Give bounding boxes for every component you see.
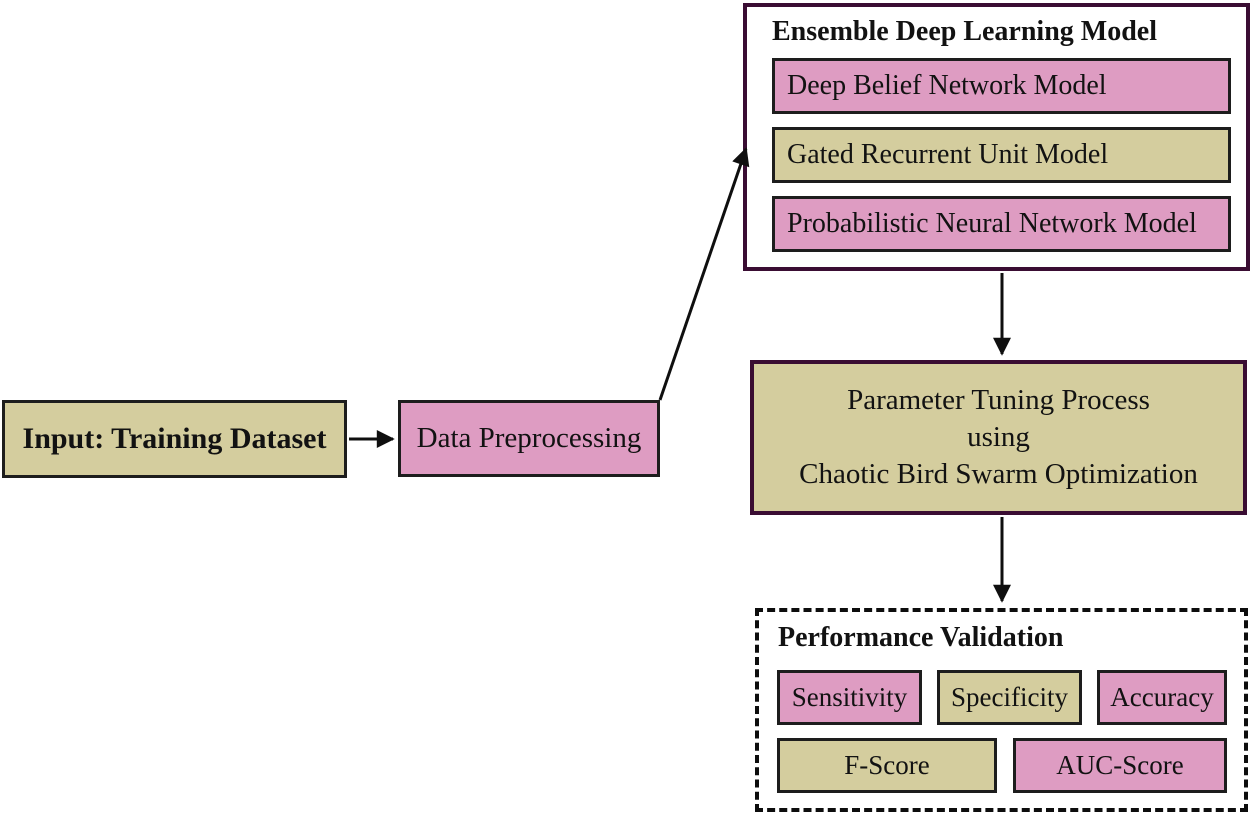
sensitivity-label: Sensitivity bbox=[791, 682, 908, 712]
performance-validation-container: Performance Validation Sensitivity Speci… bbox=[755, 608, 1248, 812]
gated-recurrent-unit-box: Gated Recurrent Unit Model bbox=[772, 127, 1231, 183]
accuracy-label: Accuracy bbox=[1110, 682, 1214, 712]
deep-belief-network-label: Deep Belief Network Model bbox=[787, 70, 1107, 101]
data-preprocessing-label: Data Preprocessing bbox=[416, 422, 642, 454]
gated-recurrent-unit-label: Gated Recurrent Unit Model bbox=[787, 139, 1109, 170]
specificity-box: Specificity bbox=[937, 670, 1082, 725]
parameter-tuning-line-1: Parameter Tuning Process bbox=[847, 384, 1150, 416]
probabilistic-neural-network-label: Probabilistic Neural Network Model bbox=[787, 208, 1197, 239]
ensemble-model-container: Ensemble Deep Learning Model Deep Belief… bbox=[743, 3, 1250, 271]
parameter-tuning-line-2: using bbox=[967, 421, 1030, 453]
parameter-tuning-box: Parameter Tuning Process using Chaotic B… bbox=[750, 360, 1247, 515]
performance-validation-title: Performance Validation bbox=[778, 622, 1064, 653]
input-training-dataset-label: Input: Training Dataset bbox=[22, 422, 327, 455]
probabilistic-neural-network-box: Probabilistic Neural Network Model bbox=[772, 196, 1231, 252]
deep-belief-network-box: Deep Belief Network Model bbox=[772, 58, 1231, 114]
auc-score-box: AUC-Score bbox=[1013, 738, 1227, 793]
arrow-preprocessing-to-ensemble bbox=[658, 147, 750, 401]
input-training-dataset-box: Input: Training Dataset bbox=[2, 400, 347, 478]
data-preprocessing-box: Data Preprocessing bbox=[398, 400, 660, 477]
sensitivity-box: Sensitivity bbox=[777, 670, 922, 725]
specificity-label: Specificity bbox=[951, 682, 1068, 712]
f-score-label: F-Score bbox=[844, 750, 930, 780]
accuracy-box: Accuracy bbox=[1097, 670, 1227, 725]
auc-score-label: AUC-Score bbox=[1056, 750, 1184, 780]
ensemble-title: Ensemble Deep Learning Model bbox=[772, 16, 1157, 47]
parameter-tuning-line-3: Chaotic Bird Swarm Optimization bbox=[799, 458, 1198, 490]
f-score-box: F-Score bbox=[777, 738, 997, 793]
